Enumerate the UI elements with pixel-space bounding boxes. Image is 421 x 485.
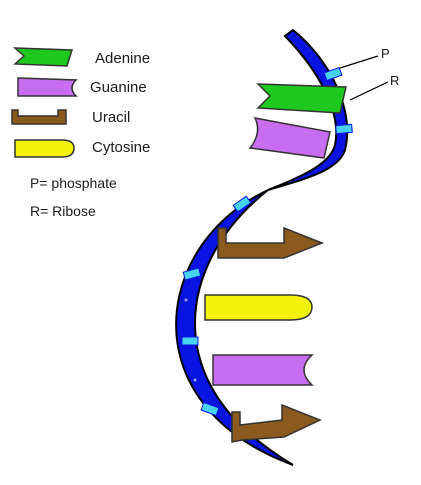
- callout-line-phosphate: [339, 55, 379, 69]
- phosphate-segment: [323, 66, 343, 82]
- callout-line-ribose: [349, 81, 389, 101]
- base-guanine: [248, 116, 331, 159]
- ribose-note: R= Ribose: [30, 203, 96, 219]
- callout-lines: [339, 55, 389, 101]
- legend-adenine-swatch: [12, 47, 74, 67]
- phosphate-segments: [181, 66, 353, 417]
- legend-cytosine-swatch: [14, 139, 75, 158]
- base-adenine: [256, 83, 347, 114]
- ribose-callout-label: R: [390, 73, 400, 88]
- ribose-marks: [184, 98, 348, 382]
- legend-uracil-label: Uracil: [92, 109, 131, 126]
- phosphate-segment: [181, 336, 199, 346]
- phosphate-callout-label: P: [381, 46, 390, 61]
- base-cytosine: [204, 294, 313, 321]
- ribose-mark: [184, 298, 188, 302]
- ribose-mark: [344, 98, 348, 102]
- phosphate-segment: [232, 195, 252, 213]
- base-guanine: [212, 354, 314, 386]
- legend-guanine-label: Guanine: [90, 79, 147, 96]
- phosphate-segment: [182, 267, 202, 281]
- legend-uracil-swatch: [11, 109, 67, 125]
- base-uracil: [231, 403, 322, 443]
- phosphate-note: P= phosphate: [30, 175, 117, 191]
- ribose-mark: [193, 378, 197, 382]
- base-uracil: [217, 226, 325, 259]
- phosphate-segment: [335, 123, 353, 135]
- bases: [204, 83, 347, 443]
- legend-guanine-swatch: [17, 77, 78, 97]
- legend-shapes: [11, 47, 78, 158]
- legend-adenine-label: Adenine: [95, 50, 151, 67]
- legend-cytosine-label: Cytosine: [92, 139, 151, 156]
- phosphate-segment: [200, 401, 220, 417]
